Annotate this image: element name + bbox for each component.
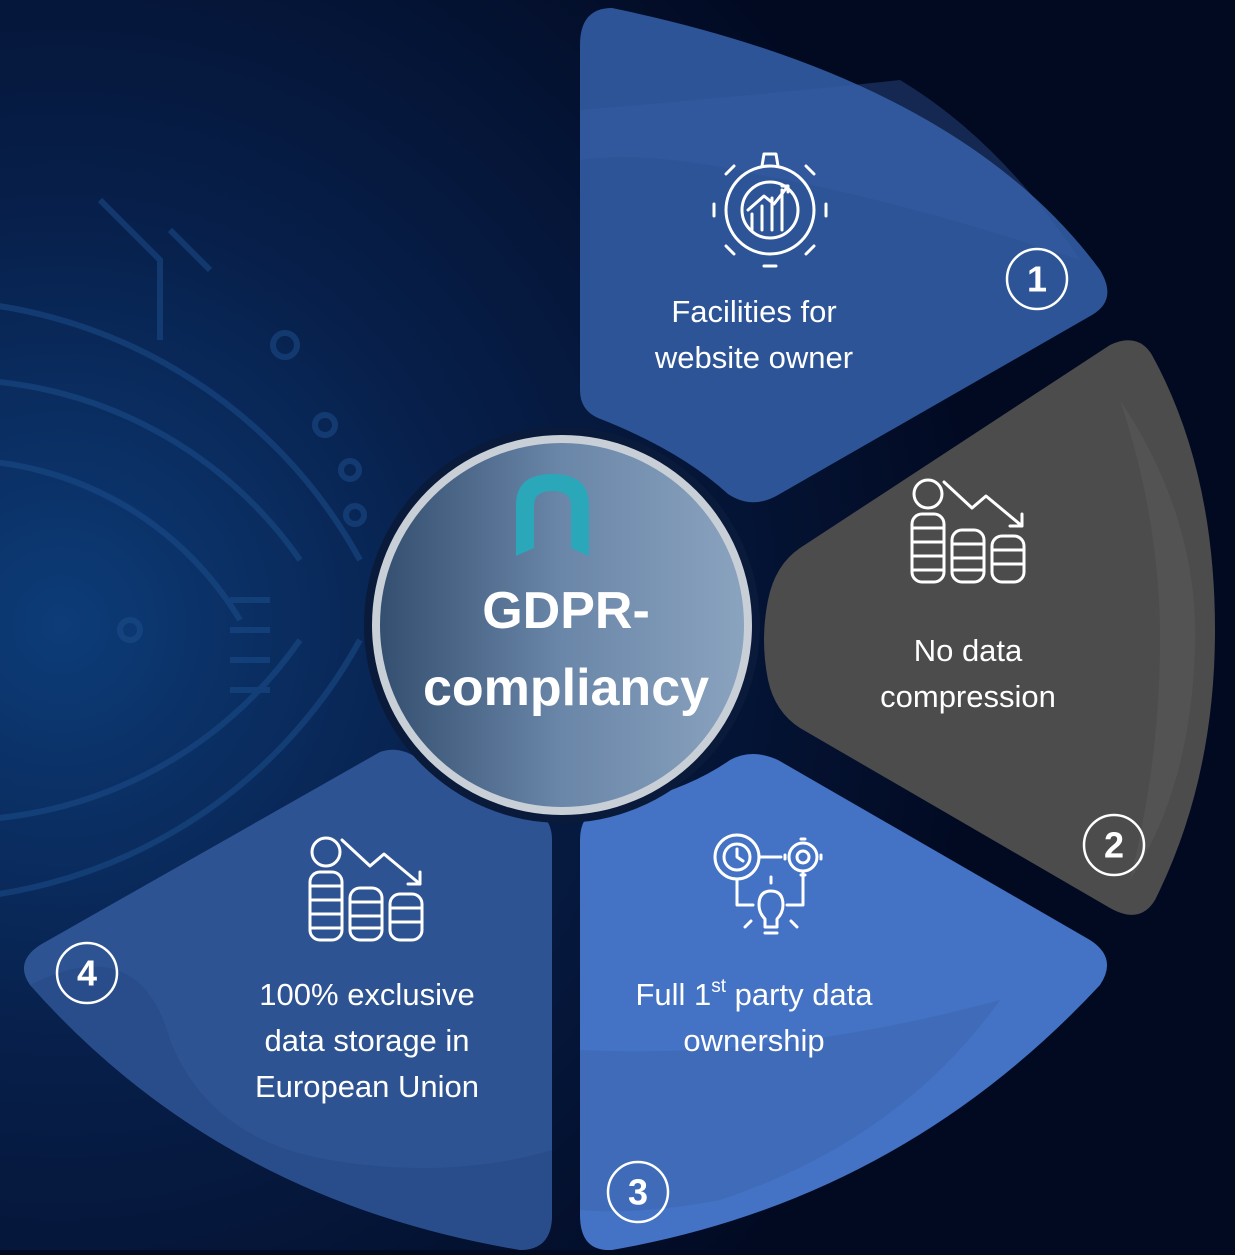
circuit-decoration bbox=[0, 197, 367, 897]
segment-3-label-suffix: party data bbox=[726, 977, 873, 1012]
center-hub: GDPR- compliancy bbox=[364, 427, 760, 823]
process-idea-icon bbox=[713, 833, 823, 935]
segment-4-number-badge bbox=[55, 941, 119, 1005]
segment-3-label-line1: Full 1st party data bbox=[635, 976, 873, 1012]
segment-2-shape bbox=[764, 340, 1215, 915]
segment-1-number-badge bbox=[1005, 247, 1069, 311]
segment-2-label-line1: No data bbox=[914, 633, 1023, 668]
segment-2-number: 2 bbox=[1104, 825, 1124, 866]
segment-3: Full 1st party data ownership 3 bbox=[580, 754, 1108, 1251]
segment-4-label-line2: data storage in bbox=[264, 1023, 469, 1058]
center-disc bbox=[380, 443, 744, 807]
segment-1: Facilities for website owner 1 bbox=[580, 8, 1108, 503]
segment-4-label-line1: 100% exclusive bbox=[259, 977, 474, 1012]
segment-3-label-line2: ownership bbox=[683, 1023, 824, 1058]
segment-3-number: 3 bbox=[628, 1172, 648, 1213]
segment-2-label-line2: compression bbox=[880, 679, 1056, 714]
center-title-line2: compliancy bbox=[423, 659, 709, 717]
segment-1-label-line1: Facilities for bbox=[671, 294, 836, 329]
segment-1-shape bbox=[580, 8, 1108, 503]
segment-3-number-badge bbox=[606, 1160, 670, 1224]
center-title-line1: GDPR- bbox=[482, 582, 650, 640]
segment-4: 100% exclusive data storage in European … bbox=[23, 749, 552, 1250]
segment-1-number: 1 bbox=[1027, 259, 1047, 300]
segment-3-label-sup: st bbox=[711, 976, 727, 997]
segment-4-label-line3: European Union bbox=[255, 1069, 479, 1104]
coins-decline-icon bbox=[910, 478, 1026, 584]
segment-2: No data compression 2 bbox=[764, 340, 1215, 915]
gear-growth-icon bbox=[712, 152, 828, 268]
segment-2-number-badge bbox=[1082, 813, 1146, 877]
segment-4-number: 4 bbox=[77, 953, 97, 994]
segment-1-label-line2: website owner bbox=[654, 340, 853, 375]
coins-decline-icon bbox=[308, 836, 424, 942]
segment-3-label-prefix: Full 1 bbox=[635, 977, 711, 1012]
n-logo bbox=[516, 474, 589, 556]
segment-3-shape bbox=[580, 754, 1108, 1251]
